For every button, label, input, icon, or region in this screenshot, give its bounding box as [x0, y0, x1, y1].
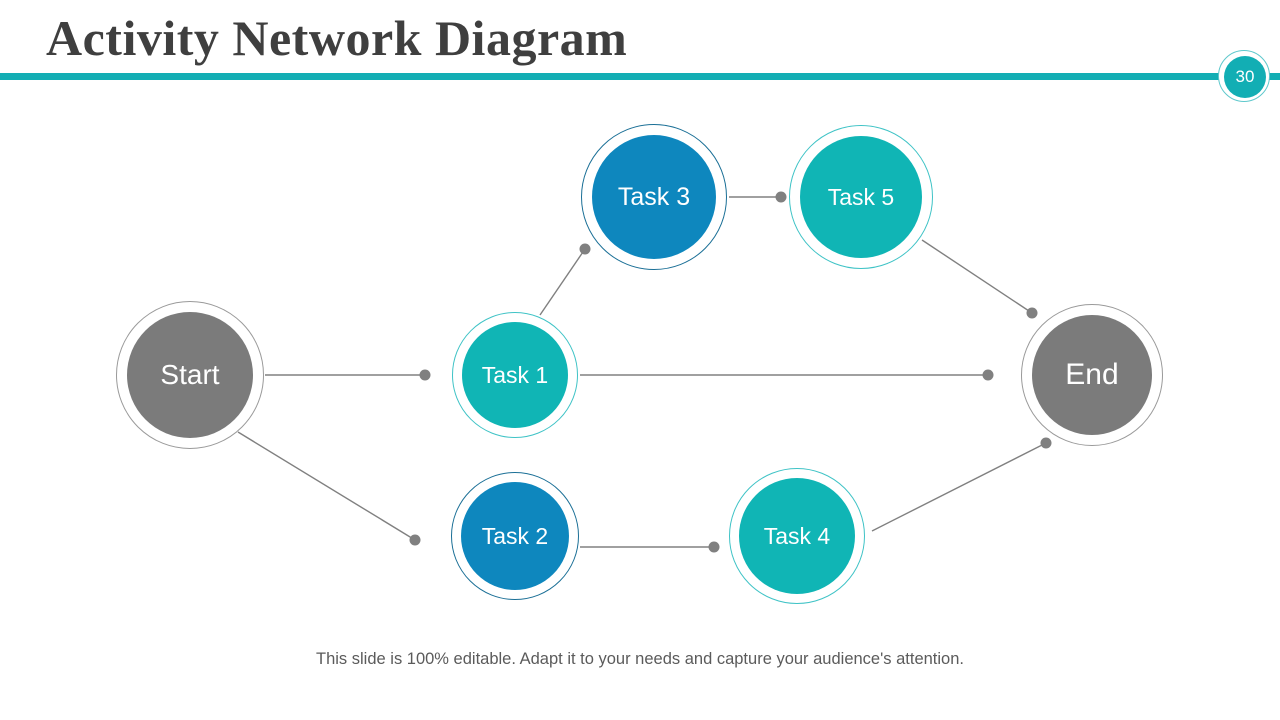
connector-endpoint-dot [409, 534, 421, 546]
connector-endpoint-dot [1026, 307, 1038, 319]
node-start[interactable]: Start [116, 301, 264, 449]
node-task3-label: Task 3 [617, 182, 691, 211]
slide-caption: This slide is 100% editable. Adapt it to… [316, 650, 964, 668]
node-task2-label: Task 2 [481, 522, 549, 549]
node-task5-label: Task 5 [827, 183, 895, 210]
connector-task2-task4 [580, 541, 720, 553]
node-task5[interactable]: Task 5 [789, 125, 933, 269]
node-start-label: Start [160, 359, 220, 390]
node-task4[interactable]: Task 4 [729, 468, 865, 604]
activity-network-diagram: Start Task 1 Task 2 Task 3 Task 4 Task 5 End [0, 95, 1280, 640]
node-task1[interactable]: Task 1 [452, 312, 578, 438]
connector-line [237, 431, 416, 541]
connector-layer [237, 191, 1052, 553]
connector-endpoint-dot [579, 243, 591, 255]
node-end-core: End [1032, 315, 1152, 435]
connector-task3-task5 [729, 191, 787, 203]
page-number-badge: 30 [1218, 50, 1270, 102]
node-task1-label: Task 1 [481, 361, 549, 388]
node-task1-core: Task 1 [462, 322, 568, 428]
page-title: Activity Network Diagram [46, 10, 628, 66]
connector-line [871, 442, 1047, 532]
connector-task5-end [921, 239, 1038, 319]
node-task2-core: Task 2 [461, 482, 569, 590]
node-task4-core: Task 4 [739, 478, 855, 594]
connector-line [921, 239, 1033, 314]
page-number-label: 30 [1224, 56, 1266, 98]
connector-start-task1 [265, 369, 431, 381]
connector-task1-end [580, 369, 994, 381]
node-start-core: Start [127, 312, 253, 438]
node-task3[interactable]: Task 3 [581, 124, 727, 270]
connector-line [539, 248, 586, 316]
node-task4-label: Task 4 [763, 522, 831, 549]
node-end[interactable]: End [1021, 304, 1163, 446]
connector-endpoint-dot [708, 541, 720, 553]
node-end-label: End [1065, 358, 1119, 391]
node-task2[interactable]: Task 2 [451, 472, 579, 600]
connector-endpoint-dot [982, 369, 994, 381]
connector-start-task2 [237, 431, 421, 546]
node-task5-core: Task 5 [800, 136, 922, 258]
connector-task4-end [871, 437, 1052, 532]
connector-task1-task3 [539, 243, 591, 316]
connector-endpoint-dot [1040, 437, 1052, 449]
connector-endpoint-dot [775, 191, 787, 203]
node-task3-core: Task 3 [592, 135, 716, 259]
header-divider-bar [0, 73, 1280, 80]
connector-endpoint-dot [419, 369, 431, 381]
